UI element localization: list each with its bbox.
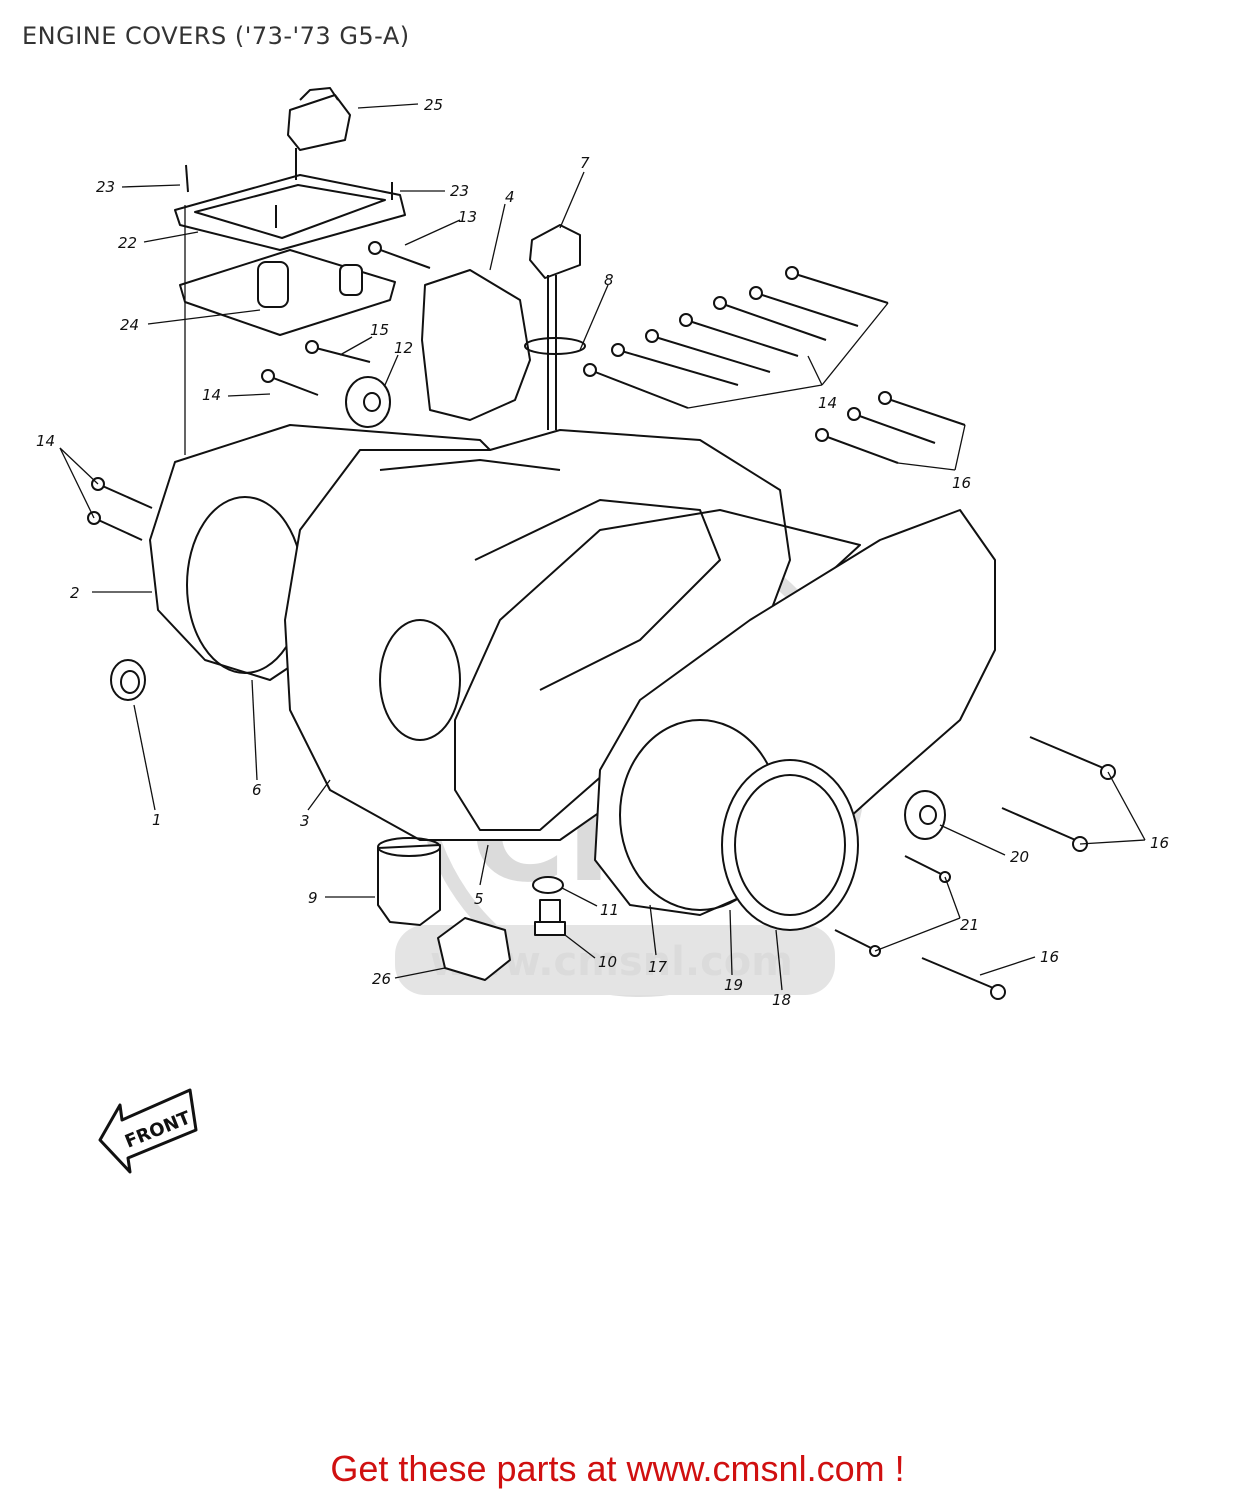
part-12-bearing	[345, 376, 391, 428]
callout-24: 24	[120, 316, 139, 334]
part-14-bolt-set	[583, 266, 889, 409]
callout-6: 6	[252, 781, 262, 799]
callout-10: 10	[598, 953, 617, 971]
callout-5: 5	[474, 890, 484, 908]
part-9-collar	[377, 837, 441, 926]
callout-4: 4	[505, 188, 515, 206]
footer-link-text[interactable]: Get these parts at www.cmsnl.com !	[330, 1448, 905, 1489]
front-arrow: FRONT	[98, 1088, 198, 1174]
part-20-bearing	[904, 790, 946, 840]
callout-15: 15	[370, 321, 389, 339]
callout-19: 19	[724, 976, 743, 994]
part-25-breather-cap	[287, 87, 351, 151]
callout-16: 16	[952, 474, 971, 492]
part-18-cap	[721, 759, 859, 931]
part-23-screws	[185, 148, 393, 228]
part-24-gasket	[179, 249, 396, 336]
callout-8: 8	[604, 271, 614, 289]
leader-lines	[59, 103, 1146, 991]
part-14-bolt	[261, 369, 319, 396]
part-16-bolts-right	[921, 736, 1116, 1000]
part-10-drain-bolt	[534, 899, 566, 936]
callout-3: 3	[300, 812, 310, 830]
diagram-title: ENGINE COVERS ('73-'73 G5-A)	[22, 22, 410, 50]
callout-16: 16	[1040, 948, 1059, 966]
callout-11: 11	[600, 901, 619, 919]
callout-18: 18	[772, 991, 791, 1009]
part-22-cover-plate	[174, 174, 406, 251]
callout-23: 23	[450, 182, 469, 200]
callout-22: 22	[118, 234, 137, 252]
part-14-bolts-left	[87, 477, 153, 541]
callout-16: 16	[1150, 834, 1169, 852]
part-7-oil-dipstick	[524, 224, 586, 430]
part-11-washer	[532, 876, 564, 894]
callout-25: 25	[424, 96, 443, 114]
callout-7: 7	[580, 154, 590, 172]
callout-9: 9	[308, 889, 318, 907]
callout-21: 21	[960, 916, 979, 934]
callout-13: 13	[458, 208, 477, 226]
callout-14: 14	[36, 432, 55, 450]
callout-20: 20	[1010, 848, 1029, 866]
part-13-bolt	[368, 241, 431, 269]
part-1-plug	[110, 659, 146, 701]
callout-23: 23	[96, 178, 115, 196]
part-16-bolt-set-upper	[815, 391, 966, 464]
callout-2: 2	[70, 584, 80, 602]
callout-14: 14	[202, 386, 221, 404]
callout-1: 1	[152, 811, 162, 829]
part-4-cover	[421, 269, 531, 421]
callout-26: 26	[372, 970, 391, 988]
callout-14: 14	[818, 394, 837, 412]
callout-labels: 25 23 23 22 13 4 7 8 24 15 12 14 14 14 1…	[36, 96, 1169, 1009]
callout-12: 12	[394, 339, 413, 357]
callout-17: 17	[648, 958, 668, 976]
